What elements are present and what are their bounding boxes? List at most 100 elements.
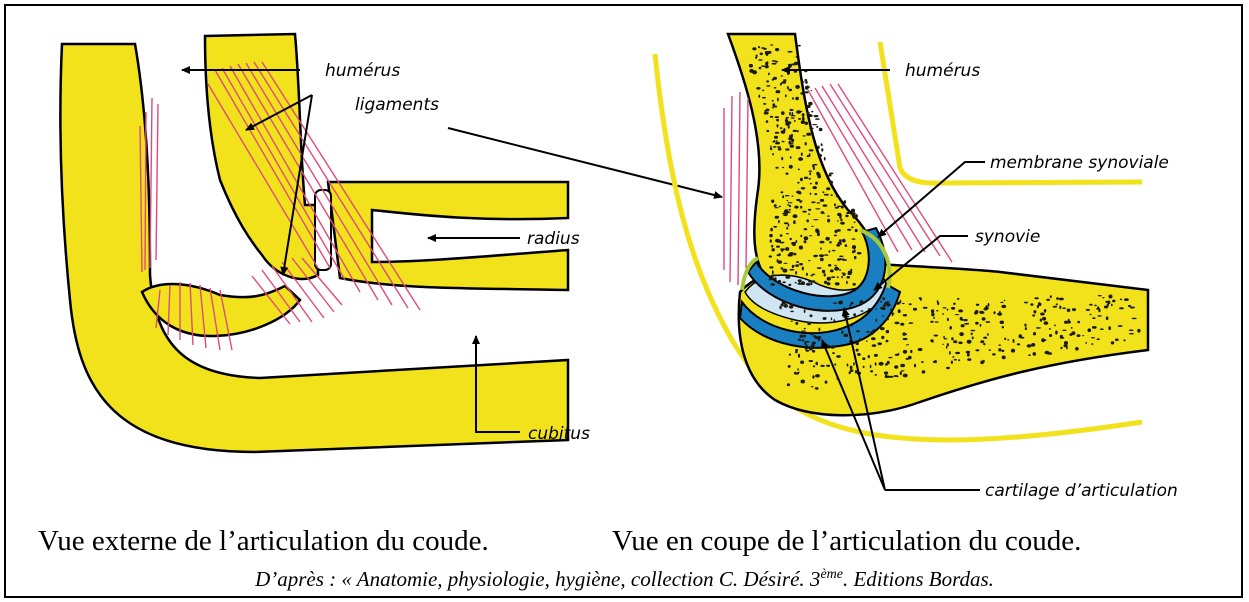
marrow-speck: [806, 219, 809, 222]
marrow-speck: [837, 276, 839, 278]
marrow-speck: [772, 107, 775, 108]
marrow-speck: [992, 353, 996, 355]
marrow-speck: [819, 328, 821, 332]
marrow-speck: [814, 193, 817, 195]
marrow-speck: [870, 365, 872, 369]
marrow-speck: [975, 349, 979, 351]
marrow-speck: [806, 133, 811, 136]
marrow-speck: [839, 269, 841, 271]
marrow-speck: [832, 250, 836, 251]
marrow-speck: [1071, 327, 1073, 329]
label-cartilage: cartilage d’articulation: [985, 481, 1178, 501]
marrow-speck: [785, 94, 787, 97]
marrow-speck: [1072, 308, 1076, 311]
marrow-speck: [951, 307, 955, 310]
external-view-illustration: humérus ligaments radius cubitus: [60, 34, 722, 452]
marrow-speck: [799, 246, 803, 250]
marrow-speck: [774, 207, 779, 208]
marrow-speck: [789, 269, 794, 271]
marrow-speck: [879, 362, 884, 366]
marrow-speck: [840, 219, 842, 222]
marrow-speck: [796, 261, 799, 263]
marrow-speck: [853, 313, 856, 316]
marrow-speck: [784, 211, 786, 213]
marrow-speck: [785, 148, 789, 150]
marrow-speck: [1115, 339, 1119, 342]
marrow-speck: [830, 345, 835, 349]
marrow-speck: [787, 204, 789, 206]
marrow-speck: [807, 86, 810, 88]
marrow-speck: [903, 314, 907, 316]
marrow-speck: [903, 338, 908, 340]
marrow-speck: [980, 361, 984, 365]
marrow-speck: [774, 87, 777, 89]
marrow-speck: [824, 157, 826, 161]
marrow-speck: [795, 97, 799, 100]
marrow-speck: [785, 122, 789, 125]
marrow-speck: [769, 278, 772, 280]
marrow-speck: [771, 200, 774, 203]
marrow-speck: [774, 140, 776, 142]
marrow-speck: [847, 276, 851, 279]
marrow-speck: [793, 253, 796, 256]
marrow-speck: [781, 157, 783, 160]
marrow-speck: [752, 47, 756, 50]
marrow-speck: [815, 229, 819, 233]
marrow-speck: [874, 374, 877, 376]
marrow-speck: [805, 142, 807, 145]
marrow-speck: [794, 62, 799, 65]
marrow-speck: [834, 363, 836, 365]
marrow-speck: [798, 354, 800, 358]
marrow-speck: [838, 258, 843, 260]
marrow-speck: [813, 219, 818, 220]
marrow-speck: [886, 330, 889, 333]
marrow-speck: [798, 339, 801, 341]
marrow-speck: [1043, 339, 1047, 341]
marrow-speck: [756, 87, 760, 90]
label-humerus-left: humérus: [325, 61, 400, 81]
marrow-speck: [800, 178, 803, 181]
marrow-speck: [801, 120, 805, 124]
marrow-speck: [800, 235, 802, 237]
marrow-speck: [975, 310, 979, 314]
marrow-speck: [1106, 316, 1109, 320]
marrow-speck: [849, 325, 853, 327]
marrow-speck: [1002, 326, 1004, 328]
marrow-speck: [998, 348, 1001, 351]
marrow-speck: [781, 130, 786, 133]
marrow-speck: [790, 109, 792, 111]
marrow-speck: [1036, 327, 1041, 329]
marrow-speck: [835, 282, 840, 285]
marrow-speck: [800, 335, 804, 338]
marrow-speck: [958, 359, 960, 361]
marrow-speck: [834, 319, 836, 323]
marrow-speck: [795, 282, 797, 284]
marrow-speck: [795, 349, 798, 352]
marrow-speck: [1085, 342, 1087, 344]
marrow-speck: [1042, 317, 1046, 321]
marrow-speck: [796, 191, 801, 194]
marrow-speck: [862, 357, 865, 360]
marrow-speck: [836, 244, 840, 247]
marrow-speck: [770, 239, 772, 243]
marrow-speck: [765, 51, 768, 55]
marrow-speck: [825, 381, 828, 384]
marrow-speck: [790, 238, 792, 240]
marrow-speck: [964, 319, 968, 321]
marrow-speck: [880, 327, 885, 330]
marrow-speck: [1124, 298, 1129, 301]
marrow-speck: [789, 112, 791, 116]
marrow-speck: [809, 149, 814, 151]
marrow-speck: [823, 213, 825, 214]
caption-section-view: Vue en coupe de l’articulation du coude.: [612, 527, 1081, 556]
marrow-speck: [787, 212, 790, 214]
marrow-speck: [804, 309, 806, 313]
marrow-speck: [782, 167, 784, 168]
marrow-speck: [775, 132, 780, 134]
marrow-speck: [772, 153, 774, 155]
marrow-speck: [819, 154, 822, 157]
marrow-speck: [787, 72, 789, 75]
marrow-speck: [851, 226, 853, 228]
marrow-speck: [1025, 327, 1027, 330]
marrow-speck: [913, 308, 917, 311]
